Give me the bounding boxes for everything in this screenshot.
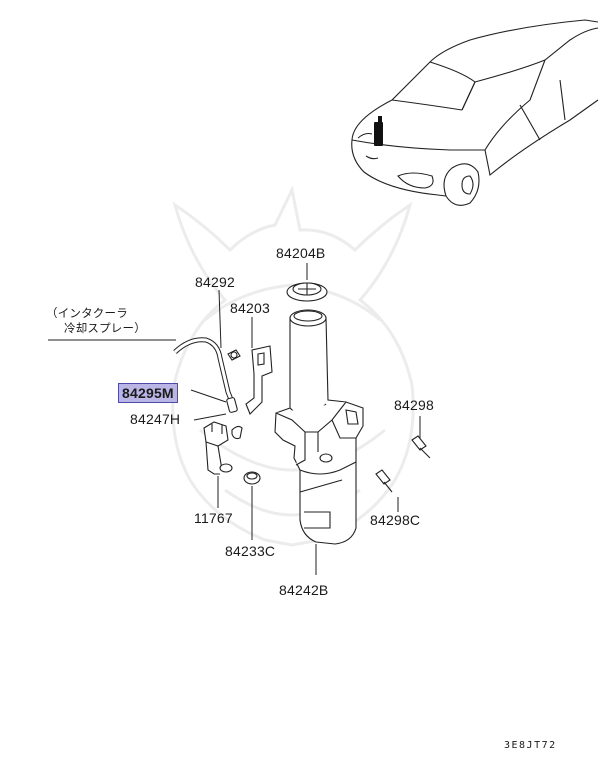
part-label-84247h: 84247H: [130, 411, 181, 427]
pump-grommet: [243, 471, 261, 485]
part-label-84233c: 84233C: [225, 543, 276, 559]
part-label-84204b: 84204B: [276, 245, 326, 261]
part-label-11767: 11767: [194, 510, 233, 526]
washer-hose: [173, 337, 235, 403]
washer-pump: [203, 421, 233, 475]
note-line-2: 冷却スプレー）: [64, 321, 146, 335]
part-label-84298: 84298: [394, 397, 434, 413]
part-label-84203: 84203: [230, 300, 270, 316]
diagram-code: 3E8JT72: [504, 740, 557, 751]
note-line-1: （インタクーラ: [46, 306, 128, 320]
part-label-84292: 84292: [195, 274, 235, 290]
bolt-84298c: [375, 469, 393, 493]
tank-bracket: [245, 345, 273, 415]
car-outline: [351, 19, 599, 206]
part-label-84242b: 84242B: [279, 582, 329, 598]
bolt-84298: [411, 435, 431, 459]
hose-joint: [226, 397, 243, 440]
bolt-84292: [227, 349, 241, 361]
part-label-84298c: 84298C: [370, 512, 421, 528]
car-washer-tank-marker: [374, 116, 383, 146]
washer-tank: [274, 309, 364, 545]
part-label-84295m[interactable]: 84295M: [118, 383, 178, 403]
reservoir-cap: [286, 282, 328, 302]
